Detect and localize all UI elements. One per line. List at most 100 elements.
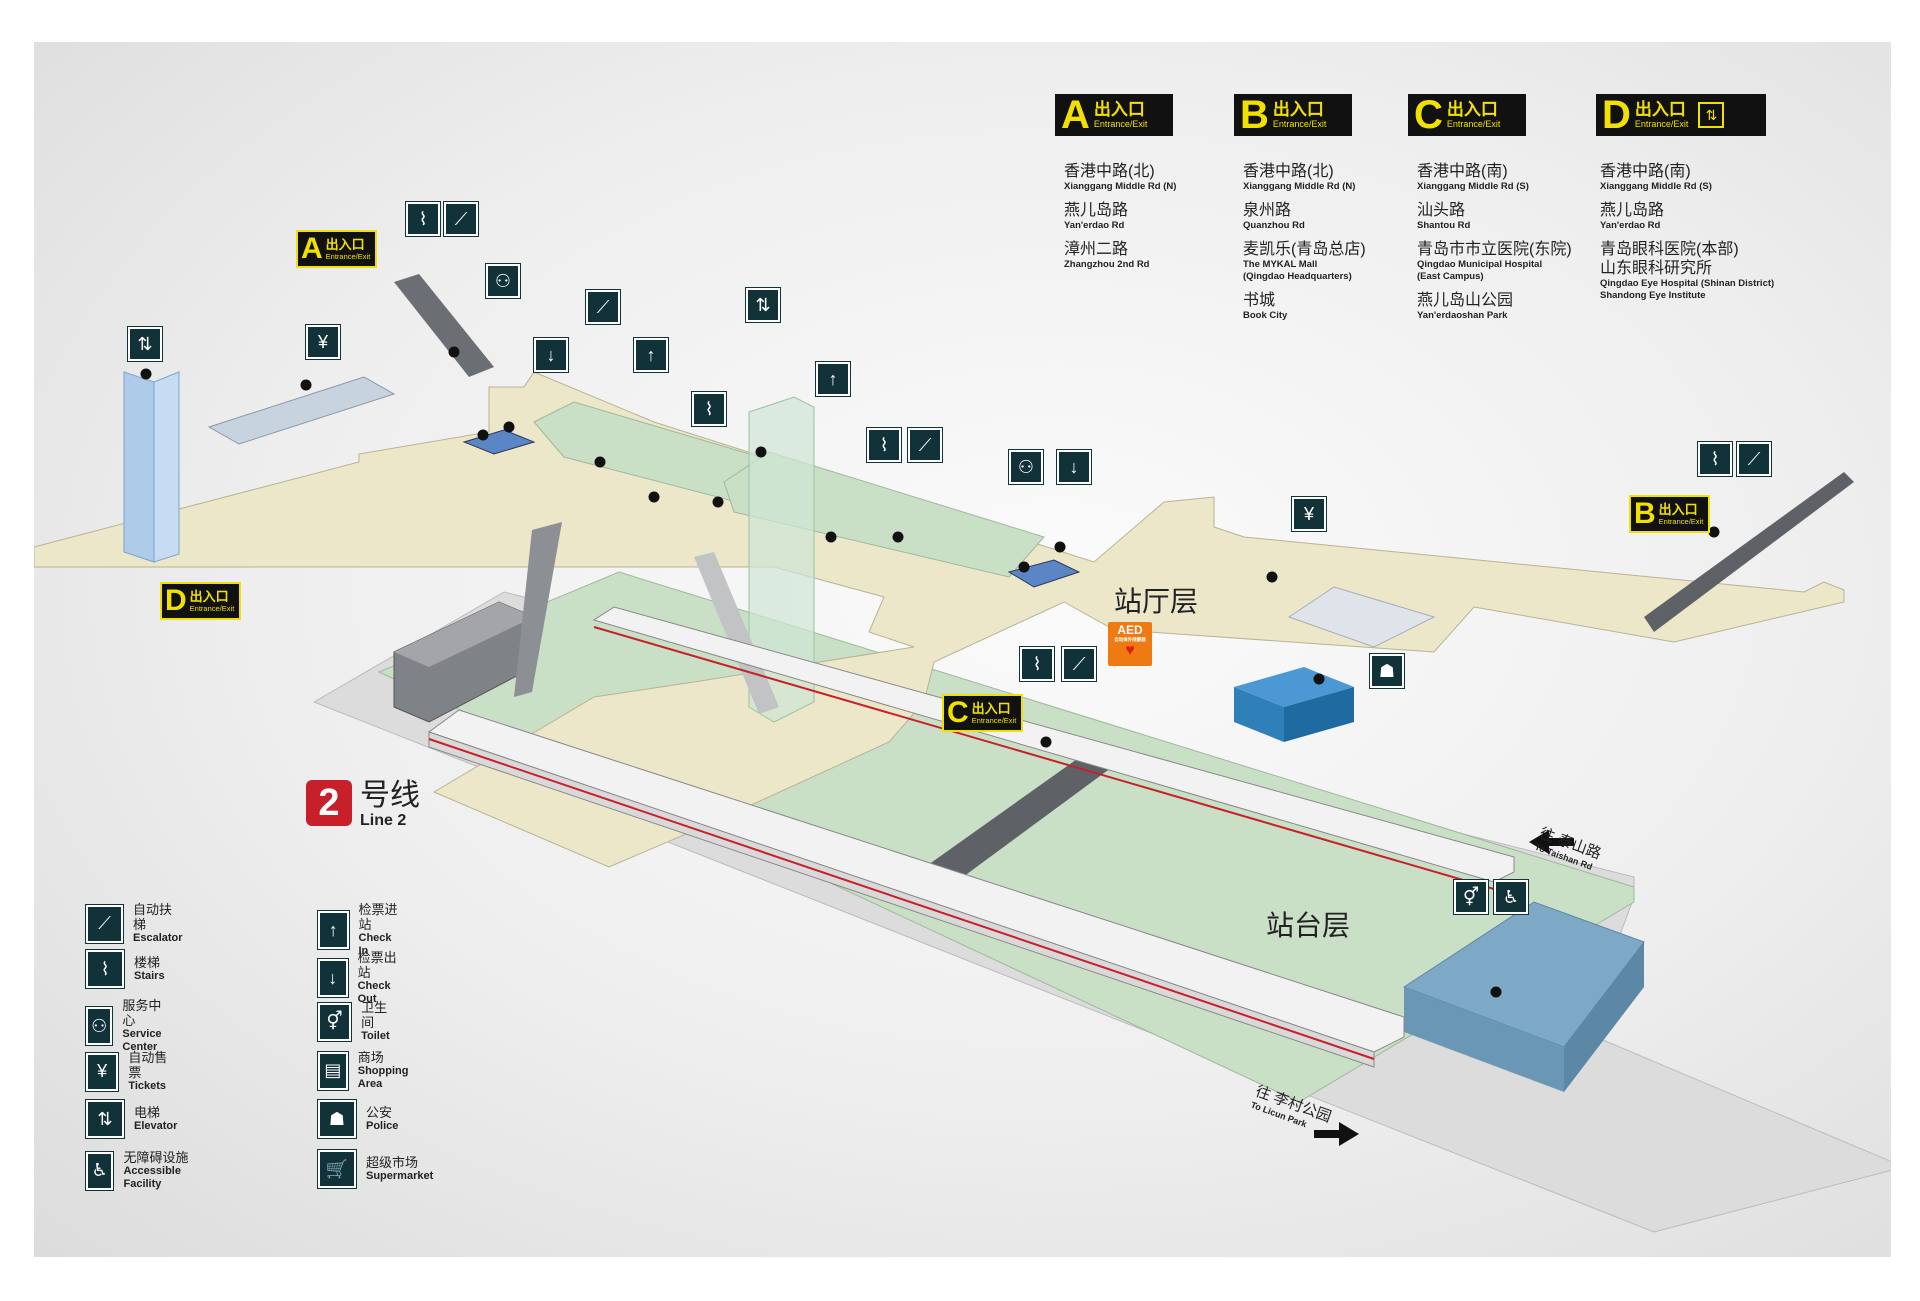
exit-en: Entrance/Exit [1446,119,1501,129]
elevator-shaft-d [123,371,155,563]
exit-letter: D [165,584,187,617]
exit-cn: 出入口 [1658,501,1698,517]
exit-cn: 出入口 [1634,100,1686,119]
aed-subtitle: 自动体外除颤器 [1114,637,1146,642]
legend-en: Toilet [361,1030,390,1042]
exit-a-destinations: 香港中路(北) Xianggang Middle Rd (N) 燕儿岛路 Yan… [1064,162,1244,279]
exit-cn: 出入口 [1272,100,1324,119]
marker-service-right [1018,561,1030,573]
dest-cn: 燕儿岛路 [1064,202,1129,219]
legend-cn: 自动售票 [128,1050,168,1080]
line-badge: 2 号线 Line 2 [306,780,420,830]
marker-stairs-left [712,496,724,508]
legend-cn: 商场 [357,1050,384,1065]
legend-cn: 公安 [366,1105,393,1120]
service-center-icon: ⚇ [1009,450,1043,484]
dest-en: Yan'erdao Rd [1064,220,1125,231]
exit-en: Entrance/Exit [189,603,235,613]
exit-letter: B [1634,497,1656,530]
ticket-area [207,376,396,445]
check-in-icon: ↑ [318,911,349,949]
train-back [592,606,1515,890]
marker-elevator-center [755,446,767,458]
elevator-icon: ⇅ [1698,102,1725,128]
ticket-icon: ¥ [1292,497,1326,531]
exit-letter: B [1240,93,1269,137]
toilet-icon: ⚥ [1454,880,1488,914]
legend-cn: 服务中心 [122,998,162,1028]
marker-checkin-left [648,491,660,503]
stairs-icon: ⌇ [86,950,124,988]
stairs-icon: ⌇ [867,428,901,462]
check-out-icon: ↓ [1057,450,1091,484]
legend-cn: 卫生间 [361,1000,388,1030]
escalator-icon: ⟋ [86,904,124,943]
dest-cn: 青岛市市立医院(东院) [1417,241,1572,258]
exit-letter: A [1061,93,1090,137]
legend-en: Check In [358,932,392,957]
concourse-floor-label: 站厅层 [1114,586,1199,617]
dest-en: Xianggang Middle Rd (S) [1417,181,1529,192]
legend-en: Service Center [122,1028,162,1053]
stairs-icon: ⌇ [406,202,440,236]
dest-en: Xianggang Middle Rd (N) [1243,181,1356,192]
escalator-icon: ⟋ [908,428,942,462]
police-icon: ☗ [318,1100,356,1138]
marker-elevator-d [140,368,152,380]
marker-escalator-left [594,456,606,468]
exit-cn: 出入口 [189,588,229,604]
dest-en: Zhangzhou 2nd Rd [1064,259,1150,270]
exit-letter: D [1602,93,1631,137]
marker-tickets-b [1266,571,1278,583]
exit-letter: A [301,232,323,265]
toilet-icon: ⚥ [318,1002,352,1041]
legend-cn: 超级市场 [366,1155,419,1170]
train-front [427,709,1405,1068]
legend-en: Stairs [134,970,165,982]
dest-cn: 山东眼科研究所 [1600,260,1713,277]
exit-en: Entrance/Exit [1658,516,1704,526]
marker-checkout-right [1054,541,1066,553]
marker-escalator-a [448,346,460,358]
dest-en: Quanzhou Rd [1243,220,1305,231]
line-name-cn: 号线 [360,779,420,812]
platform-floor-label: 站台层 [1266,910,1351,941]
stairs-icon: ⌇ [1020,647,1054,681]
accessible-icon: ♿ [86,1151,114,1190]
service-desk-right [1007,559,1081,588]
dest-cn: 香港中路(南) [1600,163,1691,180]
legend-cn: 楼梯 [134,955,161,970]
dest-cn: 泉州路 [1243,202,1292,219]
ticket-icon: ¥ [86,1052,119,1091]
exit-cn: 出入口 [1446,100,1498,119]
legend-cn: 检票进站 [358,902,398,932]
exit-d-destinations: 香港中路(南) Xianggang Middle Rd (S) 燕儿岛路 Yan… [1600,162,1830,310]
check-out-icon: ↓ [318,959,348,997]
aed-title: AED [1117,623,1143,637]
escalator-icon: ⟋ [444,202,478,236]
marker-stairs-right [892,531,904,543]
elevator-icon: ⇅ [86,1100,124,1138]
exit-cn: 出入口 [1093,100,1145,119]
dest-en: Book City [1243,310,1288,321]
legend-en: Shopping Area [357,1065,409,1090]
marker-police [1313,673,1325,685]
legend-cn: 自动扶梯 [133,902,173,932]
dest-cn: 香港中路(南) [1417,163,1508,180]
dest-cn: 香港中路(北) [1243,163,1334,180]
concourse-floor [34,371,1845,868]
